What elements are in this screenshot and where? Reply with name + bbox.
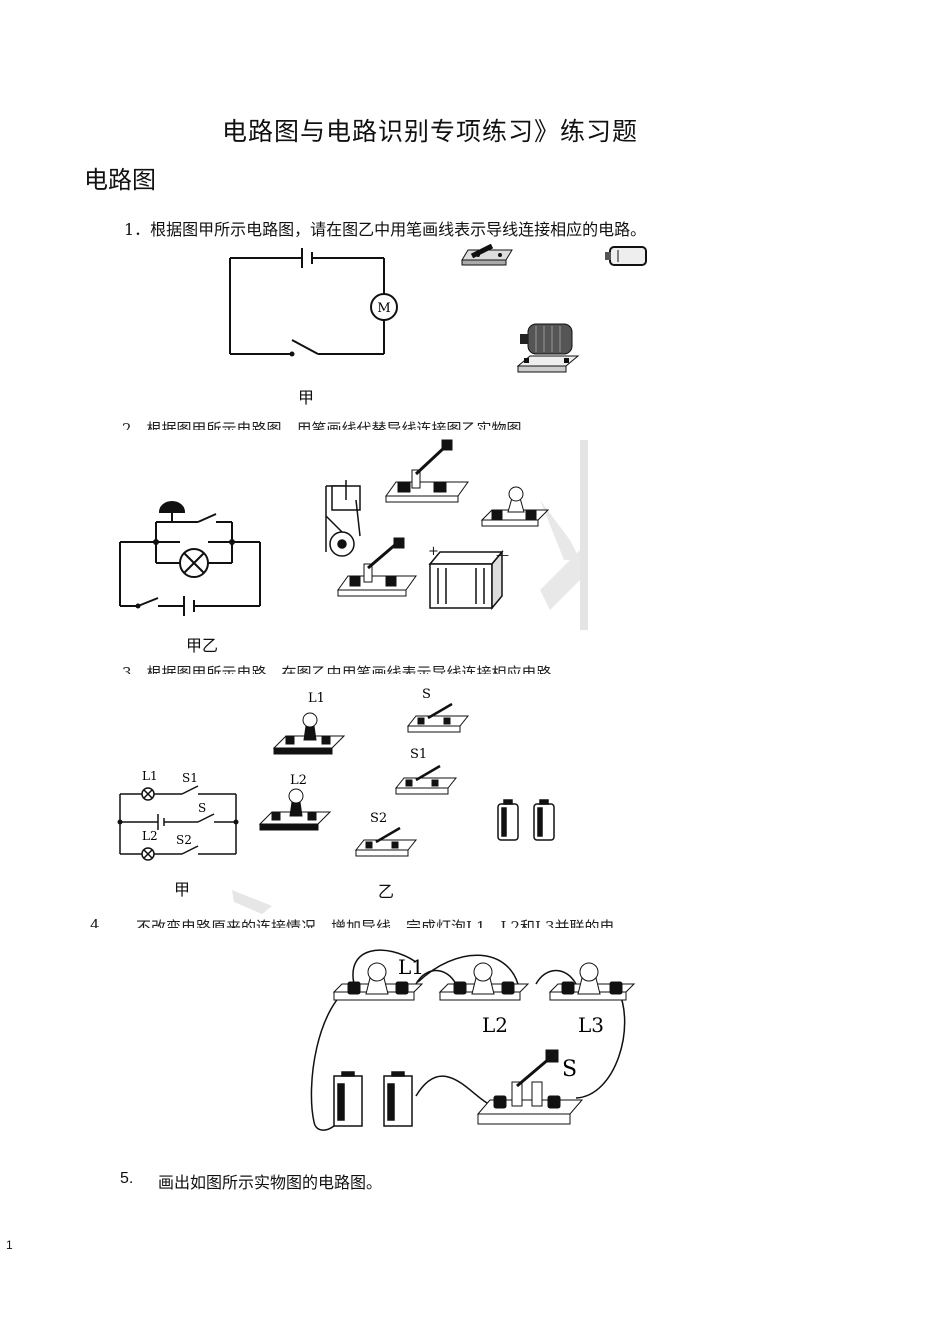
q3-diagram-label-L1: L1 [142, 769, 158, 783]
q4-label-L3: L3 [578, 1013, 604, 1037]
q4-label-L2: L2 [482, 1013, 508, 1037]
page-title: 电路图与电路识别专项练习》练习题 [221, 117, 638, 146]
q3-components: L1 L2 S S1 S2 [258, 687, 555, 857]
q3-label-S1: S1 [410, 747, 427, 762]
q3-caption-a: 甲 [174, 880, 191, 899]
q3-diagram-label-S1: S1 [182, 771, 198, 785]
question-4-number: 4 [90, 916, 100, 928]
q2-circuit-diagram [119, 501, 261, 616]
q3-caption-b: 乙 [378, 882, 395, 901]
motor-label: M [377, 301, 390, 316]
q1-circuit-diagram: M [229, 248, 398, 357]
q3-circuit-diagram: L1 S1 S L2 S2 [117, 769, 239, 861]
q3-label-L2: L2 [290, 773, 307, 788]
q3-label-L1: L1 [308, 691, 325, 706]
q3-watermark [232, 890, 272, 914]
q1-motor-component [516, 323, 580, 373]
q4-circuit-picture: L1 L2 L3 S [310, 949, 636, 1131]
battery-plus-label: + [428, 544, 439, 559]
q3-diagram-label-S2: S2 [176, 833, 192, 847]
q2-components [325, 439, 550, 611]
q4-label-S: S [562, 1057, 577, 1082]
q2-caption: 甲乙 [186, 636, 219, 655]
q3-diagram-label-L2: L2 [142, 829, 158, 843]
question-5-text: 画出如图所示实物图的电路图。 [158, 1173, 383, 1192]
question-4-text: 不改变电路原来的连接情况，增加导线，完成灯泡L1、L2和L3并联的电 [136, 918, 615, 928]
q3-diagram-label-S: S [198, 801, 206, 815]
page-number: 1 [6, 1238, 13, 1252]
q4-label-L1: L1 [398, 955, 424, 979]
q1-caption: 甲 [298, 388, 315, 407]
question-3-text: 3．根据图甲所示电路，在图乙中用笔画线表示导线连接相应电路。 [122, 664, 567, 674]
section-heading: 电路图 [84, 166, 156, 194]
battery-minus-label: — [496, 548, 509, 563]
question-1-text: 1．根据图甲所示电路图，请在图乙中用笔画线表示导线连接相应的电路。 [124, 220, 647, 239]
question-2-text: 2．根据图甲所示电路图，用笔画线代替导线连接图乙实物图。 [122, 420, 537, 430]
question-5-number: 5. [120, 1170, 134, 1187]
q2-watermark [540, 440, 588, 630]
q3-label-S2: S2 [370, 811, 387, 826]
q1-switch-component [461, 243, 513, 266]
q1-battery-component [605, 246, 647, 266]
q3-label-S: S [422, 687, 431, 702]
